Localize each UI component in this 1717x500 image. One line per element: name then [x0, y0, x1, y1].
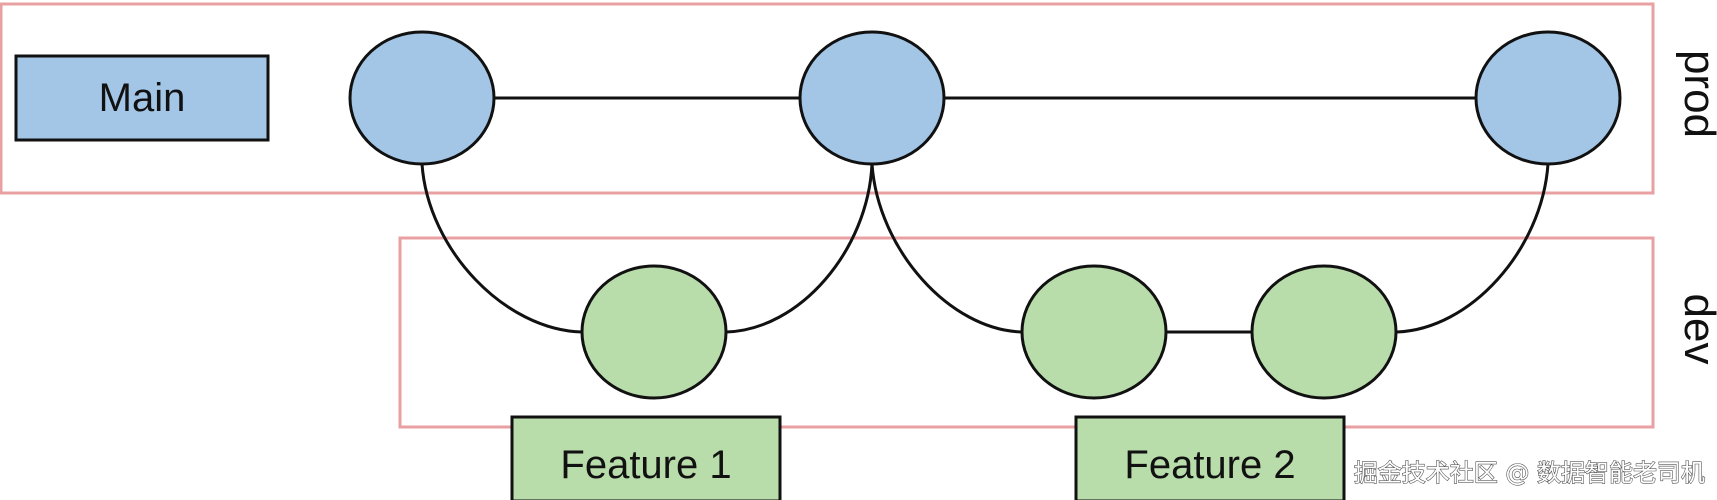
dev-commit-feature1: [580, 264, 728, 400]
feature1-box: [510, 415, 782, 500]
connections: [420, 96, 1550, 334]
merge-curve-f2-to-prod3: [1395, 163, 1550, 334]
main-branch-box: [14, 54, 270, 142]
feature1-label: Feature 1: [560, 443, 731, 487]
prod-lane: [0, 2, 1655, 195]
prod-commit-2: [798, 30, 946, 166]
branch-curve-prod2-to-f2: [870, 163, 1023, 334]
dev-lane: [398, 236, 1655, 429]
watermark-text: 掘金技术社区 @ 数据智能老司机: [1354, 459, 1705, 487]
prod-lane-label: prod: [1675, 50, 1717, 138]
dev-commit-feature2-a: [1020, 264, 1168, 400]
dev-commit-feature2-b: [1250, 264, 1398, 400]
feature2-box: [1074, 415, 1346, 500]
branch-curve-prod1-to-f1: [420, 163, 583, 334]
prod-commit-3: [1474, 30, 1622, 166]
main-branch-label: Main: [99, 76, 186, 120]
merge-curve-f1-to-prod2: [725, 163, 874, 334]
prod-commit-1: [348, 30, 496, 166]
dev-lane-label: dev: [1675, 294, 1717, 365]
feature2-label: Feature 2: [1124, 443, 1295, 487]
